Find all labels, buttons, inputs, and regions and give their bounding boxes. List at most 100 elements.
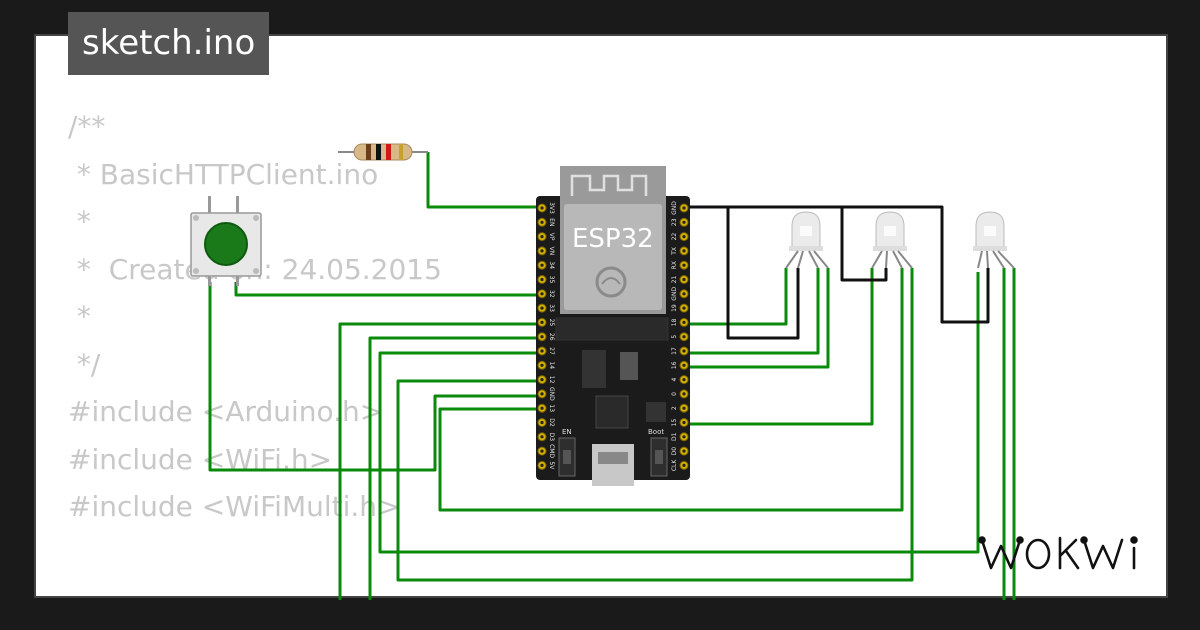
pin-hole bbox=[682, 263, 686, 267]
pin-hole bbox=[540, 320, 544, 324]
pin-hole bbox=[540, 306, 544, 310]
pin-hole bbox=[682, 349, 686, 353]
left-pin-label: VP bbox=[548, 233, 555, 241]
pin-hole bbox=[682, 206, 686, 210]
wire bbox=[368, 336, 542, 600]
left-pin-label: 25 bbox=[548, 319, 555, 327]
wire bbox=[686, 205, 990, 324]
right-pin-label: 5 bbox=[671, 335, 678, 339]
board-label: ESP32 bbox=[572, 224, 654, 254]
code-line: #include <Arduino.h> bbox=[68, 395, 384, 428]
right-pin-label: 21 bbox=[671, 276, 678, 284]
rgb-led[interactable] bbox=[785, 211, 829, 269]
code-line: */ bbox=[68, 347, 101, 381]
code-line: * BasicHTTPClient.ino bbox=[68, 157, 379, 191]
en-button-label: EN bbox=[562, 428, 572, 436]
code-line: * bbox=[68, 205, 91, 238]
file-tab[interactable]: sketch.ino bbox=[68, 12, 270, 75]
wokwi-logo bbox=[978, 528, 1150, 582]
pin-hole bbox=[540, 449, 544, 453]
right-pin-label: 22 bbox=[671, 233, 678, 241]
left-pin-label: 27 bbox=[548, 347, 555, 355]
right-pin-label: RX bbox=[671, 261, 678, 269]
right-pin-label: 15 bbox=[671, 419, 678, 427]
wire bbox=[396, 268, 914, 582]
pin-hole bbox=[682, 320, 686, 324]
left-pin-label: 26 bbox=[548, 333, 555, 341]
pin-hole bbox=[682, 435, 686, 439]
pin-hole bbox=[682, 392, 686, 396]
right-pin-label: GND bbox=[671, 287, 678, 301]
pin-hole bbox=[682, 249, 686, 253]
pin-hole bbox=[540, 420, 544, 425]
right-pin-label: 17 bbox=[671, 347, 678, 355]
pin-hole bbox=[540, 335, 544, 339]
code-line: * bbox=[68, 300, 91, 333]
left-pin-label: EN bbox=[548, 218, 555, 226]
right-pin-label: 0 bbox=[671, 392, 678, 396]
right-pin-label: GND bbox=[671, 201, 678, 215]
wire bbox=[840, 207, 888, 282]
pin-hole bbox=[682, 449, 686, 453]
pin-hole bbox=[540, 349, 544, 353]
wires-black bbox=[686, 205, 990, 340]
wire bbox=[686, 268, 874, 426]
left-pin-label: 34 bbox=[548, 261, 555, 269]
rgb-led[interactable] bbox=[871, 211, 913, 269]
pin-hole bbox=[540, 235, 544, 239]
wire bbox=[686, 268, 820, 355]
left-pin-label: 3V3 bbox=[548, 202, 555, 214]
right-pin-label: 19 bbox=[671, 304, 678, 312]
wire bbox=[686, 268, 788, 326]
pin-hole bbox=[540, 249, 544, 253]
wires-green bbox=[208, 152, 1016, 600]
resistor[interactable] bbox=[338, 143, 428, 161]
left-pin-label: D2 bbox=[548, 418, 555, 427]
pin-hole bbox=[682, 363, 686, 367]
wire bbox=[378, 272, 980, 554]
wire bbox=[686, 268, 830, 369]
pin-hole bbox=[540, 220, 544, 224]
right-pin-label: 23 bbox=[671, 218, 678, 226]
pin-hole bbox=[682, 235, 686, 239]
pin-hole bbox=[682, 277, 686, 282]
boot-button-label: Boot bbox=[648, 428, 664, 436]
wire bbox=[438, 268, 904, 512]
wire bbox=[426, 152, 542, 209]
pin-hole bbox=[682, 378, 686, 382]
pin-hole bbox=[540, 363, 544, 367]
pin-hole bbox=[540, 406, 544, 410]
left-pin-label: 35 bbox=[548, 276, 555, 284]
right-pin-label: TX bbox=[671, 247, 678, 256]
left-pin-label: 13 bbox=[548, 404, 555, 412]
pin-hole bbox=[540, 206, 544, 210]
left-pin-label: VN bbox=[548, 247, 555, 256]
pin-hole bbox=[682, 463, 686, 467]
pin-hole bbox=[682, 406, 686, 410]
pin-hole bbox=[682, 335, 686, 339]
left-pin-label: CMD bbox=[548, 444, 555, 458]
right-pin-label: 18 bbox=[671, 318, 678, 326]
right-pin-label: 16 bbox=[671, 361, 678, 369]
pin-hole bbox=[540, 392, 544, 396]
push-button[interactable] bbox=[190, 196, 262, 286]
pin-hole bbox=[540, 263, 544, 267]
pin-hole bbox=[682, 306, 686, 310]
esp32-board[interactable]: ESP32 EN Boot 3V3ENVPVN34353233252627141… bbox=[536, 166, 690, 486]
pin-hole bbox=[682, 420, 686, 425]
pin-hole bbox=[540, 435, 544, 439]
wire bbox=[726, 207, 800, 340]
wire bbox=[338, 322, 542, 600]
pin-hole bbox=[682, 220, 686, 224]
left-pin-label: 32 bbox=[548, 290, 555, 298]
pin-hole bbox=[540, 463, 544, 467]
wokwi-wordmark bbox=[978, 536, 1138, 570]
left-pin-label: 33 bbox=[548, 304, 555, 312]
right-pin-label: 2 bbox=[671, 406, 678, 410]
rgb-led[interactable] bbox=[973, 211, 1015, 269]
left-pin-label: 5V bbox=[548, 461, 555, 470]
pin-hole bbox=[540, 378, 544, 382]
right-pin-label: 4 bbox=[671, 378, 678, 382]
